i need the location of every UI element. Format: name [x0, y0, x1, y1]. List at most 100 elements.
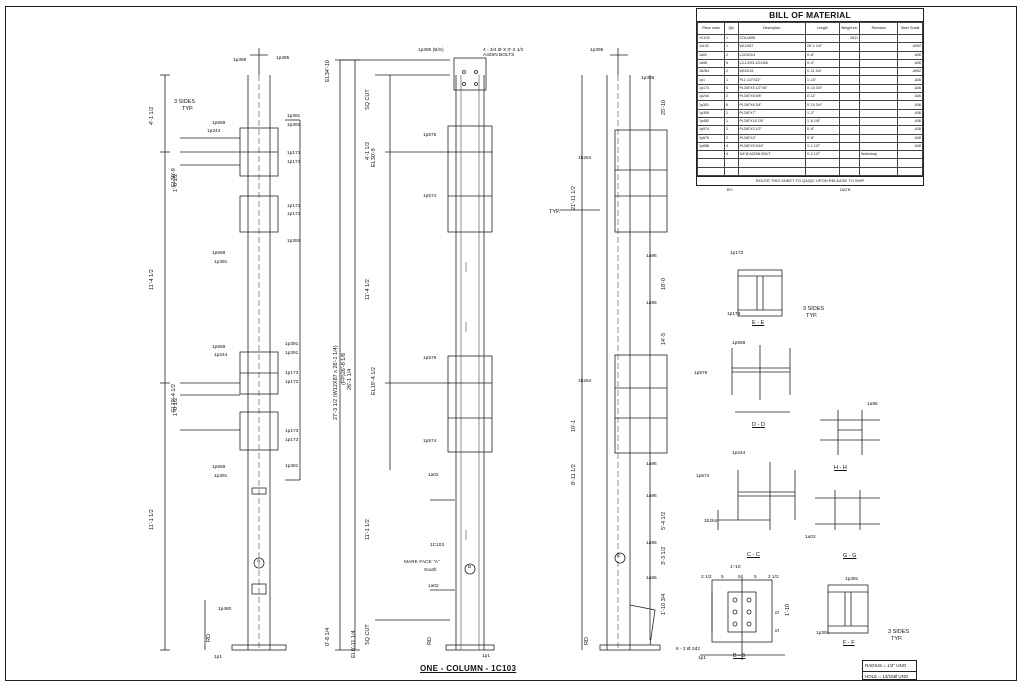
- dimension-label: 1'-0 1/2: [173, 173, 179, 192]
- part-mark: 1a95: [646, 301, 657, 306]
- sq-cut-note: SQ CUT: [365, 624, 371, 645]
- dimension-label: 25'-10: [661, 99, 667, 115]
- part-mark: 1p391: [287, 123, 301, 128]
- section-ee: [737, 269, 783, 317]
- bom-cell: [858, 92, 899, 102]
- bom-signoff: BY: DATE:: [697, 185, 923, 194]
- bom-cell: [858, 50, 899, 60]
- bom-cell: [697, 166, 725, 177]
- part-mark: 1p1: [482, 654, 491, 659]
- dimension-label: RD: [206, 634, 212, 642]
- bom-by-label: BY:: [727, 187, 734, 193]
- bom-cell: 0'-8": [805, 125, 840, 135]
- bom-header-cell: Qty: [724, 22, 739, 35]
- dimension-label: 5: [721, 575, 724, 580]
- bom-cell: A36: [897, 133, 923, 143]
- part-mark: 1a95: [646, 576, 657, 581]
- bom-cell: 2: [724, 133, 739, 143]
- bom-cell: [858, 75, 899, 85]
- bom-cell: 1: [724, 108, 739, 118]
- bom-cell: [858, 108, 899, 118]
- bom-date-label: DATE:: [840, 187, 852, 193]
- bom-cell: [737, 158, 806, 168]
- bom-cell: 0'-8": [805, 133, 840, 143]
- part-mark: 1p173: [287, 151, 301, 156]
- bom-cell: A36: [897, 141, 923, 152]
- bom-cell: 1: [724, 75, 739, 85]
- bom-cell: PL3/8"X5 1/2"X6": [737, 83, 806, 94]
- bom-cell: 0'-11": [805, 92, 840, 102]
- part-mark: 1p658: [212, 345, 226, 350]
- bom-cell: 4: [724, 141, 739, 152]
- bom-cell: PL3/8"X18 7/8": [737, 116, 806, 127]
- bom-cell: 2811: [838, 33, 861, 44]
- part-mark: 1p395: [233, 58, 247, 63]
- section-title-ff: F - F: [843, 640, 855, 646]
- section-title-cc: C - C: [747, 552, 760, 558]
- bom-cell: [858, 166, 899, 177]
- bom-cell: 4: [724, 150, 739, 160]
- dimension-label: 4'-1 1/2: [149, 106, 155, 125]
- dimension-label: 11'-1 1/2: [365, 519, 371, 540]
- dimension-label: 11'-1 1/2: [149, 509, 155, 530]
- part-mark: 1a95: [867, 402, 878, 407]
- bom-cell: 1'-6 1/8": [805, 116, 840, 127]
- part-mark: 1p395: [590, 48, 604, 53]
- bom-cell: [858, 100, 899, 110]
- bom-cell: 6: [724, 83, 739, 94]
- part-mark: 1p173: [285, 380, 299, 385]
- weld-note-typ: TYP.: [806, 313, 818, 319]
- bom-cell: PL3/8"X5 5/16": [737, 141, 806, 152]
- part-mark: 1p391: [285, 351, 299, 356]
- bom-cell: 0'-2 1/2": [805, 150, 840, 160]
- bom-cell: 2: [724, 125, 739, 135]
- bom-cell: 2: [724, 92, 739, 102]
- section-title-dd: D - D: [752, 422, 765, 428]
- weld-note: 3 SIDES: [888, 629, 910, 635]
- bom-header-cell: Weight ea.: [838, 22, 861, 35]
- drawing-title: ONE - COLUMN - 1C103: [420, 664, 517, 673]
- bom-cell: 1b264: [697, 67, 725, 77]
- bom-cell: 1: [724, 33, 739, 44]
- bom-cell: 0'-10 3/4": [805, 83, 840, 94]
- bom-cell: 1p576: [697, 133, 725, 143]
- title-block: RADIUS = 1/2" UNO HOLE = 13/16Ø UNO: [862, 660, 917, 680]
- bom-cell: PL3/8"X4": [737, 133, 806, 143]
- elevation-label: EL34'-10: [325, 60, 331, 82]
- bom-cell: [858, 133, 899, 143]
- bom-cell: 0'-6": [805, 50, 840, 60]
- view-circle-label: C: [617, 554, 621, 559]
- part-mark: 1a95: [646, 462, 657, 467]
- bom-cell: 1p658: [697, 141, 725, 152]
- part-mark: 1p395: [641, 76, 655, 81]
- bom-cell: [858, 58, 899, 69]
- bom-cell: [805, 158, 840, 168]
- part-mark: 1p574: [696, 474, 710, 479]
- south-note: South: [424, 568, 437, 573]
- column-view-a: [160, 48, 301, 651]
- bom-row: [697, 166, 923, 177]
- bom-cell: [838, 116, 861, 127]
- bom-cell: W12X87: [737, 42, 806, 52]
- bom-cell: [838, 42, 861, 52]
- part-mark: 1b264: [704, 519, 718, 524]
- part-mark: 1a95: [646, 254, 657, 259]
- part-mark: 1a02: [805, 535, 816, 540]
- part-mark: 1p173: [285, 371, 299, 376]
- part-mark: 1p173: [730, 251, 744, 256]
- bom-cell: 6: [724, 58, 739, 69]
- bom-row: [697, 158, 923, 168]
- dimension-label: 26'-1 1/4: [347, 368, 353, 390]
- bom-cell: A36: [897, 92, 923, 102]
- bom-cell: 1a96: [697, 58, 725, 69]
- bom-cell: [838, 108, 861, 118]
- dimension-label: 2 1/2: [768, 575, 779, 580]
- bom-cell: 0'-10 3/4": [805, 100, 840, 110]
- bom-cell: 1p391: [697, 100, 725, 110]
